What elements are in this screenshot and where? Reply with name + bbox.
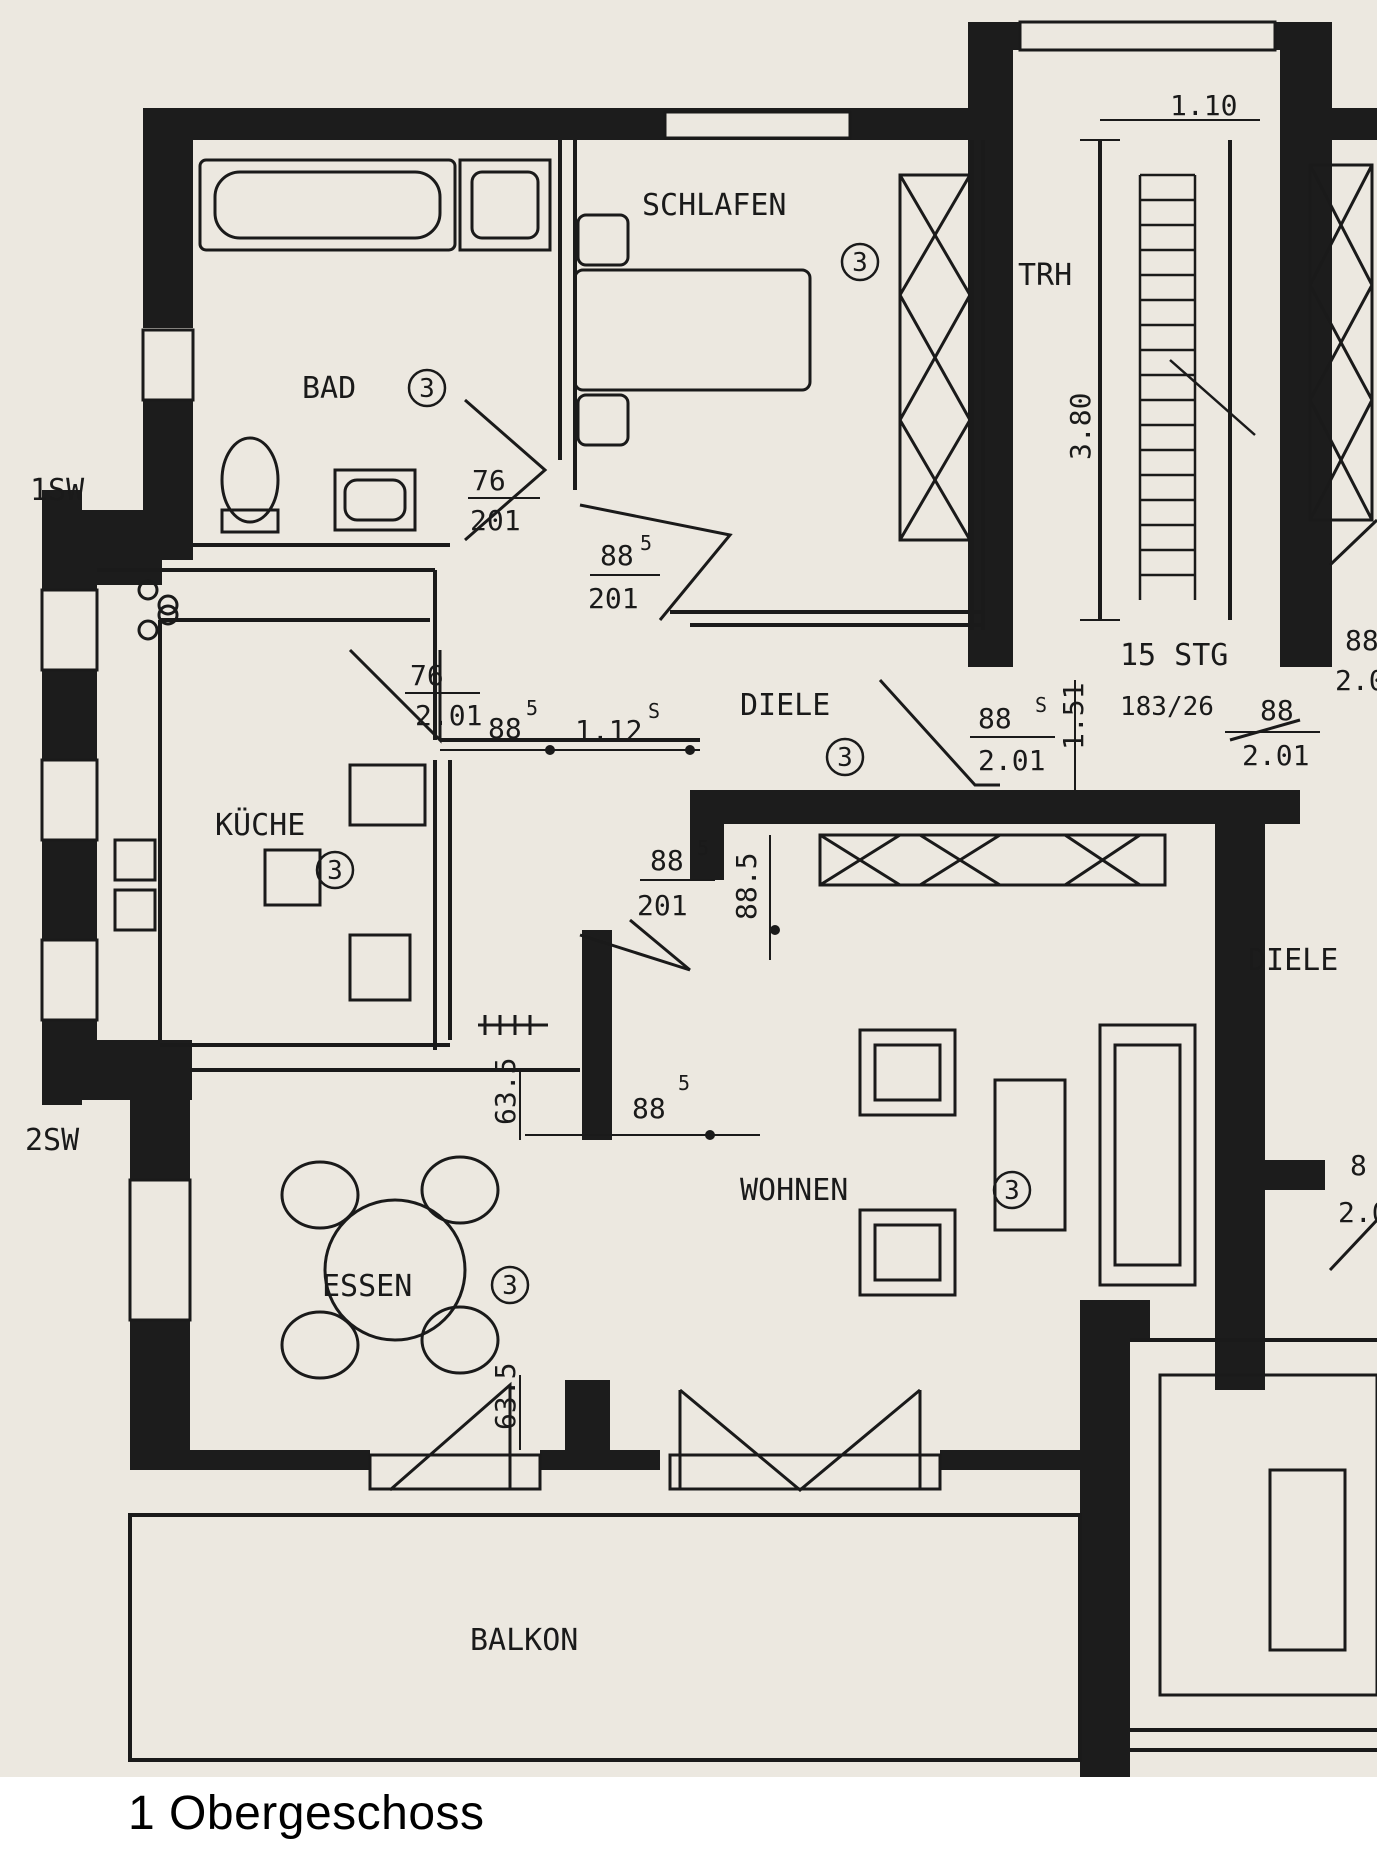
room-marker-diele: 3: [837, 743, 853, 773]
dim-d88s: 5: [526, 696, 538, 720]
stair-label: 15 STG: [1120, 638, 1228, 673]
dim-diele-door-h: 2.01: [978, 744, 1045, 777]
room-labels: BAD SCHLAFEN KÜCHE DIELE DIELE WOHNEN ES…: [25, 188, 1338, 1658]
stair-dims: 183/26: [1120, 692, 1214, 722]
dim-wohn-door-h: 201: [637, 889, 688, 922]
dim-h380: 3.80: [1064, 393, 1097, 460]
dim-schl-door-s: 5: [640, 531, 652, 555]
dim-h151: 1.51: [1057, 683, 1090, 750]
doors: [348, 398, 1377, 1492]
room-marker-kueche: 3: [327, 856, 343, 886]
room-label-schlafen: SCHLAFEN: [642, 188, 787, 223]
floor-plan: BAD SCHLAFEN KÜCHE DIELE DIELE WOHNEN ES…: [0, 0, 1377, 1777]
dim-kue-door-h: 2.01: [415, 699, 482, 732]
dim-edge-mid2: 2.0: [1338, 1196, 1377, 1229]
dim-v63a: 63.5: [489, 1058, 522, 1125]
room-label-kueche: KÜCHE: [215, 807, 305, 843]
furniture: [113, 158, 1377, 1697]
room-label-diele: DIELE: [740, 688, 830, 723]
shaft-label-2sw: 2SW: [25, 1123, 80, 1158]
staircase: [1138, 173, 1256, 600]
room-label-balkon: BALKON: [470, 1623, 578, 1658]
dim-d112s: S: [648, 699, 660, 723]
room-label-diele-right: DIELE: [1248, 943, 1338, 978]
dim-edge-top2: 2.0: [1335, 664, 1377, 697]
dim-diele-door-w: 88: [978, 702, 1012, 735]
dim-wohn-door-w: 88: [650, 844, 684, 877]
dim-diele-door-s: S: [1035, 693, 1047, 717]
dimension-lines: [440, 119, 1260, 1450]
dim-schl-door-w: 88: [600, 539, 634, 572]
room-label-trh: TRH: [1018, 258, 1072, 293]
dim-wohn-door-s: 5: [697, 836, 709, 860]
dim-d88: 88: [488, 712, 522, 745]
room-label-wohnen: WOHNEN: [740, 1173, 848, 1208]
dim-w110: 1.10: [1170, 89, 1237, 122]
dim-bad-door-h: 201: [470, 504, 521, 537]
room-marker-wohnen: 3: [1004, 1176, 1020, 1206]
shaft-label-1sw: 1SW: [30, 473, 85, 508]
dim-kue-door-w: 76: [410, 659, 444, 692]
room-label-bad: BAD: [302, 371, 356, 406]
dim-h885s: 5: [678, 1071, 690, 1095]
dim-h885: 88: [632, 1092, 666, 1125]
dimension-labels: 1.10 3.80 1.51 76 201 88 5 201 76 2.01 8…: [405, 89, 1377, 1430]
dim-stair-door-w: 88: [1260, 694, 1294, 727]
dim-schl-door-h: 201: [588, 582, 639, 615]
windows: [40, 20, 1277, 1491]
dim-v63b: 63.5: [489, 1363, 522, 1430]
room-marker-schlafen: 3: [852, 248, 868, 278]
room-label-essen: ESSEN: [322, 1269, 412, 1304]
room-markers: 3 3 3 3 3 3: [315, 242, 1032, 1305]
room-marker-essen: 3: [502, 1271, 518, 1301]
dim-v885: 88.5: [730, 853, 763, 920]
dim-edge-top: 88: [1345, 624, 1377, 657]
room-marker-bad: 3: [419, 374, 435, 404]
dim-stair-door-h: 2.01: [1242, 739, 1309, 772]
thin-walls: [97, 140, 1377, 1762]
plan-caption: 1 Obergeschoss: [128, 1787, 485, 1840]
dim-bad-door-w: 76: [472, 464, 506, 497]
dim-edge-mid: 8: [1350, 1149, 1367, 1182]
dim-d112: 1.12: [575, 714, 642, 747]
